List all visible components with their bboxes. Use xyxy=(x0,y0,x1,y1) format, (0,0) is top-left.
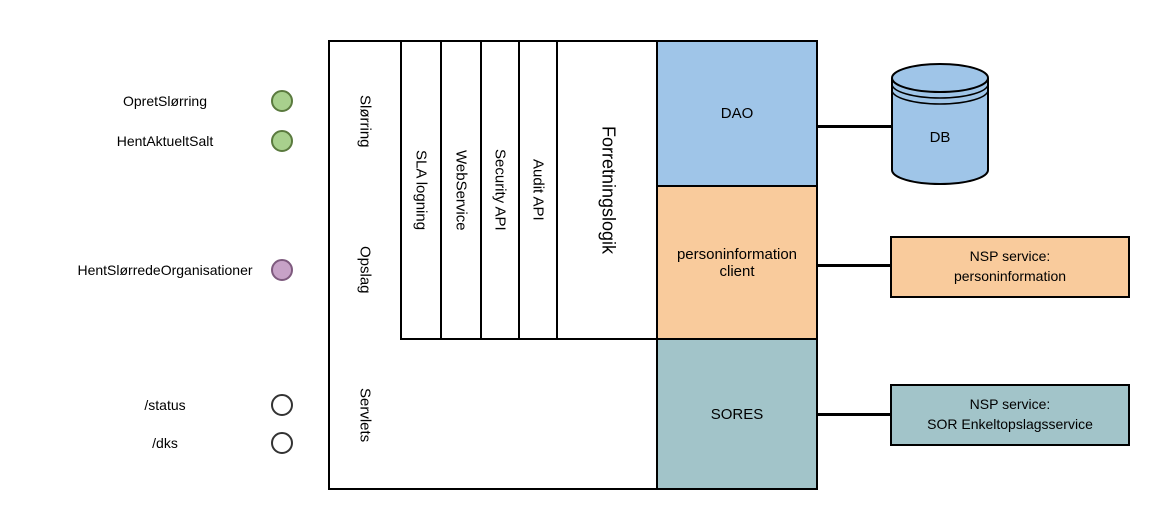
endpoint-circle-dks xyxy=(271,432,293,454)
db-cylinder-ring-1 xyxy=(891,83,989,99)
lane-slorring: Slørring xyxy=(330,42,400,200)
lane-opslag-label: Opslag xyxy=(356,246,374,294)
endpoint-circle-hentaktueltsalt xyxy=(271,130,293,152)
layer-security-api: Security API xyxy=(482,42,520,338)
nsp-personinformation-line1: NSP service: xyxy=(969,248,1051,265)
layer-audit-api-label: Audit API xyxy=(529,159,547,221)
endpoint-label-dks: /dks xyxy=(152,435,178,451)
layer-forretningslogik: Forretningslogik xyxy=(558,42,658,338)
component-personinformation-client: personinformation client xyxy=(658,185,816,340)
layer-audit-api: Audit API xyxy=(520,42,558,338)
layer-sla-logning: SLA logning xyxy=(402,42,442,338)
connector-personinformation-nsp xyxy=(818,264,892,267)
component-sores-label: SORES xyxy=(710,405,764,423)
component-stack: DAO personinformation client SORES xyxy=(656,40,818,490)
nsp-personinformation-line2: personinformation xyxy=(953,268,1067,284)
nsp-service-personinformation: NSP service: personinformation xyxy=(890,236,1130,298)
endpoint-label-hentslorredeorganisationer: HentSlørredeOrganisationer xyxy=(77,262,253,278)
endpoint-circle-hentslorredeorganisationer xyxy=(271,259,293,281)
db-cylinder: DB xyxy=(891,63,989,185)
endpoint-circle-status xyxy=(271,394,293,416)
endpoint-label-status: /status xyxy=(144,397,186,413)
lane-servlets-label: Servlets xyxy=(356,387,374,443)
endpoint-label-hentaktueltsalt: HentAktueltSalt xyxy=(116,133,214,149)
lane-opslag: Opslag xyxy=(330,200,400,340)
db-label: DB xyxy=(930,129,951,146)
component-sores: SORES xyxy=(658,340,816,488)
connector-sores-nsp xyxy=(818,413,892,416)
nsp-service-sor-enkeltopslagsservice: NSP service: SOR Enkeltopslagsservice xyxy=(890,384,1130,446)
endpoint-label-opretslorring: OpretSlørring xyxy=(122,93,208,109)
nsp-sor-line2: SOR Enkeltopslagsservice xyxy=(927,416,1093,432)
layer-columns: SLA logning WebService Security API Audi… xyxy=(400,42,658,340)
layer-sla-logning-label: SLA logning xyxy=(412,149,430,231)
layer-webservice-label: WebService xyxy=(452,149,470,231)
layer-security-api-label: Security API xyxy=(491,149,509,231)
layer-forretningslogik-label: Forretningslogik xyxy=(598,125,619,255)
lane-servlets: Servlets xyxy=(330,342,400,488)
endpoint-circle-opretslorring xyxy=(271,90,293,112)
component-personinformation-client-label: personinformation client xyxy=(676,245,798,280)
connector-dao-db xyxy=(818,125,892,128)
db-cylinder-body xyxy=(891,78,989,185)
lane-slorring-label: Slørring xyxy=(356,94,374,148)
db-cylinder-top xyxy=(891,63,989,93)
db-cylinder-ring-2 xyxy=(891,89,989,105)
nsp-sor-line1: NSP service: xyxy=(969,396,1051,413)
layer-webservice: WebService xyxy=(442,42,482,338)
component-dao: DAO xyxy=(658,42,816,185)
component-dao-label: DAO xyxy=(720,105,754,122)
